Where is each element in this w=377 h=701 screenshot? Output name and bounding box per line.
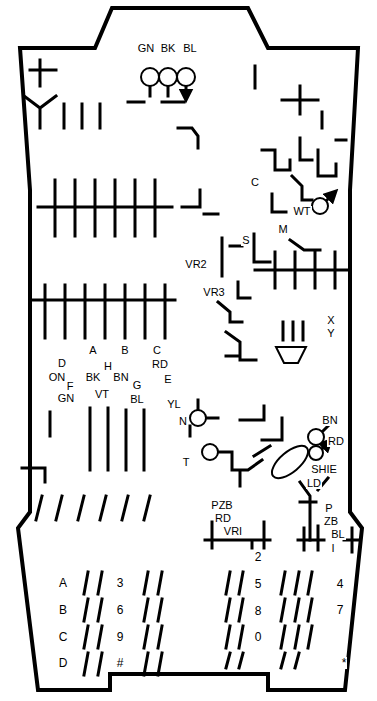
wire-label: VRI: [223, 526, 243, 537]
key-legend: 5: [254, 578, 263, 590]
wire-pad: [308, 429, 324, 445]
key-legend: C: [58, 631, 69, 643]
trace: [36, 496, 150, 520]
wire-label: A: [88, 345, 97, 356]
wire-pad: [141, 68, 159, 86]
pad-trapezoid: [276, 347, 306, 363]
key-legend: D: [58, 657, 69, 669]
wire-label: P: [324, 503, 333, 514]
wire-label: LD: [306, 478, 322, 489]
wire-label: G: [132, 380, 143, 391]
wire-label: VR3: [202, 287, 225, 298]
wire-label: S: [241, 235, 250, 246]
wire-label: C: [152, 345, 162, 356]
key-legend: B: [58, 604, 68, 616]
wire-pad: [309, 446, 323, 460]
wire-label: BN: [112, 372, 129, 383]
wire-label: GN: [57, 393, 76, 404]
trace: [240, 406, 282, 456]
key-legend: 2: [254, 551, 263, 563]
wire-label: ON: [48, 372, 67, 383]
wire-label: F: [66, 381, 75, 392]
key-legend: 9: [116, 631, 125, 643]
trace: [283, 322, 303, 340]
trace: [50, 408, 144, 470]
wire-label: N: [178, 416, 188, 427]
housing-outline: [18, 8, 362, 690]
key-contact: [226, 572, 312, 668]
trace: [205, 522, 270, 548]
trace: [262, 138, 346, 212]
key-legend: 4: [336, 578, 345, 590]
trace: [30, 285, 175, 338]
trace: [22, 468, 45, 482]
key-legend: A: [58, 577, 68, 589]
key-legend: 6: [116, 604, 125, 616]
trace: [24, 60, 100, 128]
wire-label: VT: [94, 389, 110, 400]
wire-label: Y: [326, 328, 335, 339]
wire-label: BL: [182, 43, 197, 54]
wire-label: E: [163, 374, 172, 385]
wire-label: RD: [327, 436, 345, 447]
wire-label: H: [103, 361, 113, 372]
wire-pad: [202, 444, 218, 460]
wire-label: BK: [160, 43, 177, 54]
wire-pad: [190, 410, 206, 426]
trace: [255, 66, 322, 128]
lead-arrow: [327, 194, 333, 200]
wire-pad: [159, 68, 177, 86]
wire-label: X: [326, 315, 335, 326]
key-legend: 8: [254, 605, 263, 617]
art-part: [22, 60, 358, 675]
lead-arrow: [150, 86, 186, 96]
wire-label: BL: [129, 394, 144, 405]
key-legend: 0: [254, 631, 263, 643]
wire-label: T: [182, 457, 191, 468]
trace: [190, 400, 218, 436]
wire-label: ZB: [323, 516, 339, 527]
trace: [38, 180, 172, 236]
key-legend: *: [341, 657, 348, 669]
key-legend: 3: [116, 577, 125, 589]
trace: [128, 102, 198, 148]
wire-label: B: [120, 345, 129, 356]
wire-label: RD: [214, 513, 232, 524]
wire-label: WT: [292, 206, 311, 217]
trace: [226, 332, 256, 360]
wire-label: BK: [85, 372, 102, 383]
wire-label: M: [277, 224, 288, 235]
trace: [218, 238, 250, 322]
trace: [218, 452, 262, 486]
wire-label: VR2: [184, 259, 207, 270]
wire-pad: [177, 68, 195, 86]
key-legend: 7: [336, 604, 345, 616]
wire-label: D: [57, 358, 67, 369]
trace: [298, 526, 358, 552]
wire-label: I: [330, 543, 335, 554]
trace: [182, 190, 320, 262]
wire-label: SHIE: [310, 464, 338, 475]
key-legend: #: [116, 657, 125, 669]
wire-label: BN: [321, 415, 338, 426]
wire-pad: [312, 198, 328, 214]
art-part: [141, 68, 328, 484]
wire-label: C: [250, 177, 260, 188]
wire-label: PZB: [210, 500, 233, 511]
wire-label: BL: [330, 529, 345, 540]
wire-label: RD: [151, 359, 169, 370]
wire-label: GN: [137, 43, 156, 54]
trace: [255, 252, 350, 288]
wire-label: YL: [166, 399, 181, 410]
key-contact: [84, 572, 162, 675]
